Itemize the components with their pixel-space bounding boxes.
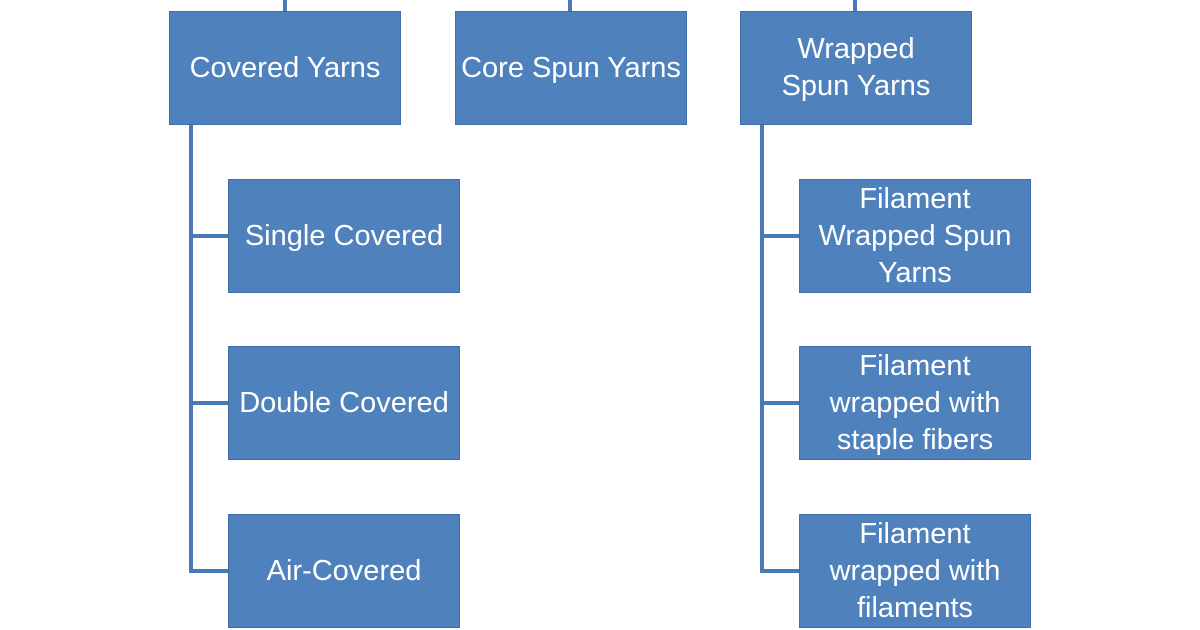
node-label: Wrapped Spun Yarns xyxy=(781,33,931,102)
node-label: Core Spun Yarns xyxy=(461,51,681,84)
node-label: Filament Wrapped Spun Yarns xyxy=(818,182,1012,289)
node-label: Double Covered xyxy=(239,386,449,419)
connector-covered-trunk xyxy=(189,125,228,573)
node-label: Single Covered xyxy=(244,219,444,252)
node-filament-wrapped-with-staple-fibers: Filament wrapped with staple fibers xyxy=(799,346,1031,460)
node-air-covered: Air-Covered xyxy=(228,514,460,628)
node-single-covered: Single Covered xyxy=(228,179,460,293)
connector-wrapped-trunk xyxy=(760,125,799,573)
node-filament-wrapped-spun-yarns: Filament Wrapped Spun Yarns xyxy=(799,179,1031,293)
node-covered-yarns: Covered Yarns xyxy=(169,11,401,125)
node-wrapped-spun-yarns: Wrapped Spun Yarns xyxy=(740,11,972,125)
node-core-spun-yarns: Core Spun Yarns xyxy=(455,11,687,125)
node-label: Filament wrapped with filaments xyxy=(829,517,1001,624)
node-label: Air-Covered xyxy=(266,554,422,587)
node-label: Covered Yarns xyxy=(189,51,381,84)
node-filament-wrapped-with-filaments: Filament wrapped with filaments xyxy=(799,514,1031,628)
node-label: Filament wrapped with staple fibers xyxy=(829,349,1001,456)
node-double-covered: Double Covered xyxy=(228,346,460,460)
